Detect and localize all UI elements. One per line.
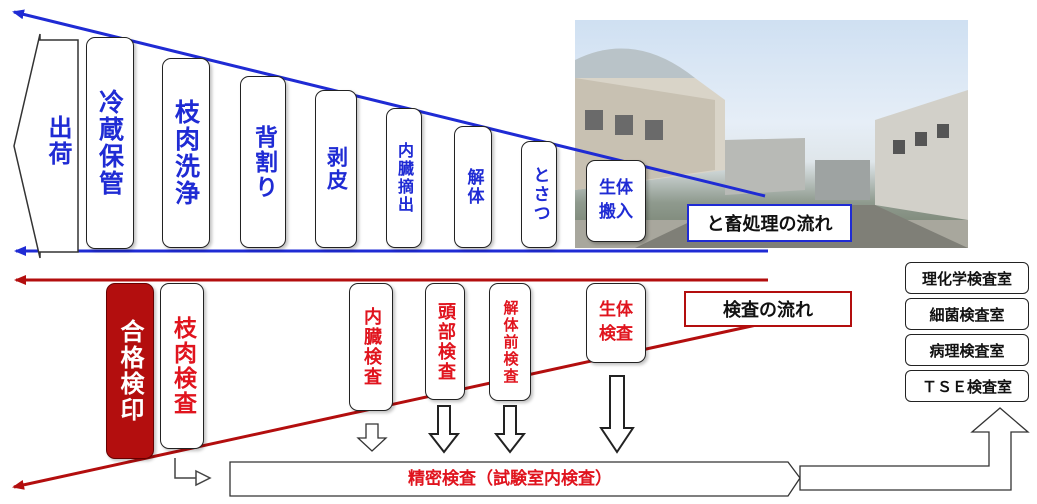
inspection-viscera: 内臓検査 [349, 283, 393, 411]
inspection-pre-dressing: 解体前検査 [489, 283, 531, 401]
inspection-carcass: 枝肉検査 [160, 283, 204, 449]
lab-pathology: 病理検査室 [905, 334, 1029, 366]
shipping-label: 出荷 [46, 115, 70, 167]
down-arrow-1 [358, 424, 386, 451]
step-live-intake: 生体搬入 [586, 160, 646, 242]
down-arrow-2 [430, 406, 458, 452]
slaughter-flow-label: と畜処理の流れ [687, 204, 852, 242]
step-skinning: 剥皮 [315, 90, 357, 248]
step-cold-storage: 冷蔵保管 [86, 37, 134, 249]
step-splitting: 背割り [240, 76, 286, 248]
bent-arrow [175, 458, 196, 478]
step-carcass-washing: 枝肉洗浄 [162, 58, 210, 248]
lab-up-arrow [800, 408, 1028, 490]
detailed-inspection-label: 精密検査（試験室内検査） [380, 466, 640, 492]
lab-physicochemical: 理化学検査室 [905, 262, 1029, 294]
inspection-pass-stamp: 合格検印 [106, 283, 154, 459]
down-arrow-3 [496, 406, 524, 452]
inspection-flow-label: 検査の流れ [684, 291, 852, 327]
step-stunning: とさつ [521, 141, 557, 248]
inspection-head: 頭部検査 [425, 283, 465, 400]
inspection-live-animal: 生体検査 [586, 283, 646, 363]
lab-bacteriology: 細菌検査室 [905, 298, 1029, 330]
step-dressing: 解体 [454, 126, 492, 248]
lab-tse: ＴＳＥ検査室 [905, 370, 1029, 402]
down-arrow-4 [601, 376, 633, 452]
step-evisceration: 内臓摘出 [386, 108, 422, 248]
